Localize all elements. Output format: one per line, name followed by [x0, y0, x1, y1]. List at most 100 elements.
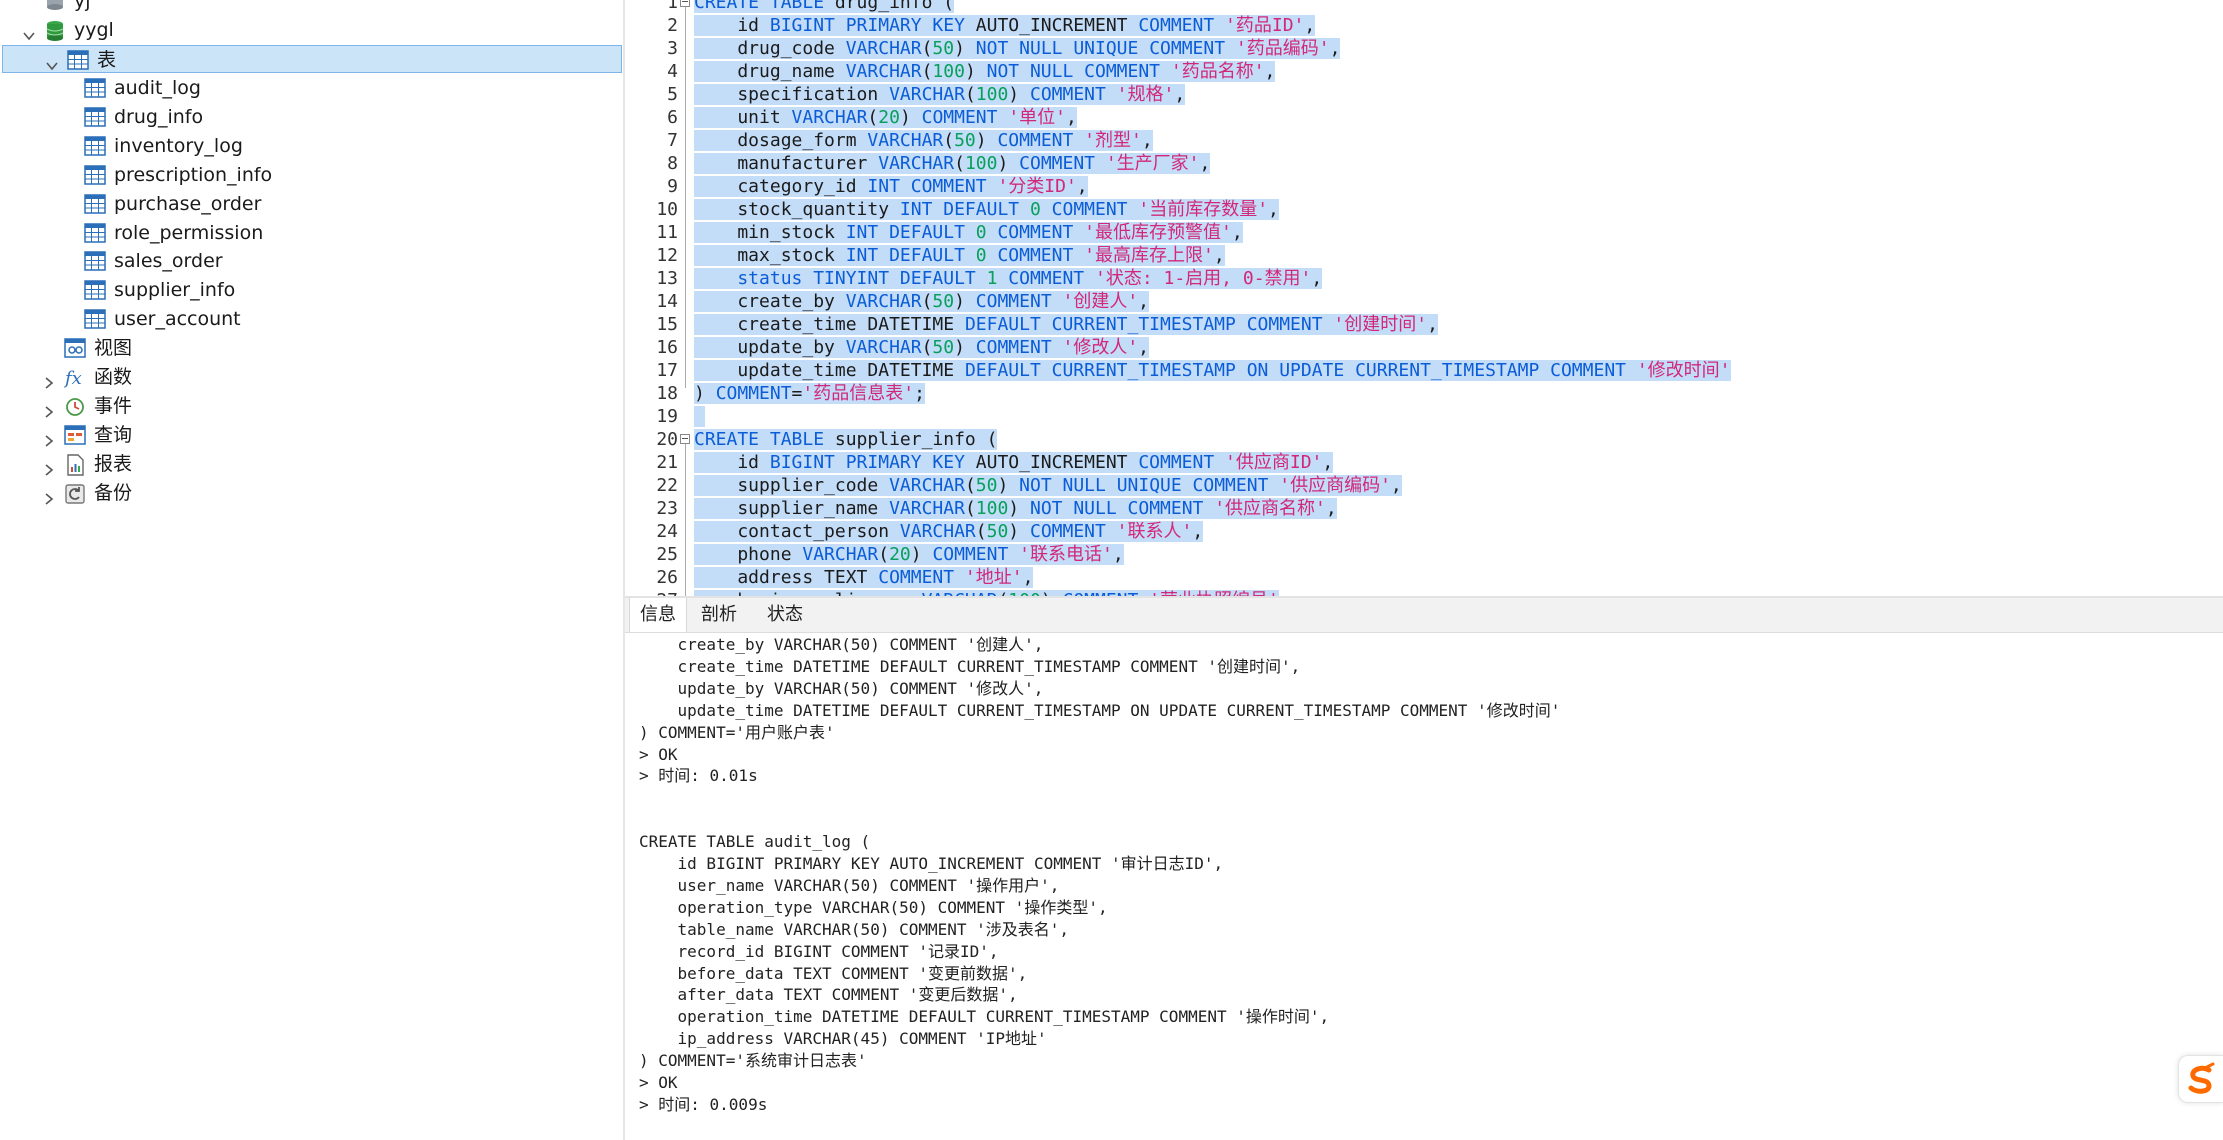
message-line: > 时间: 0.01s	[639, 766, 758, 786]
tree-item-purchase_order[interactable]: purchase_order	[0, 190, 623, 218]
code-line[interactable]: CREATE TABLE supplier_info (	[694, 428, 998, 451]
code-token: ,	[1311, 268, 1323, 289]
message-line: id BIGINT PRIMARY KEY AUTO_INCREMENT COM…	[639, 854, 1224, 873]
chevron-right-icon[interactable]	[42, 399, 56, 418]
selected-text: min_stock INT DEFAULT 0 COMMENT '最低库存预警值…	[694, 222, 1243, 243]
code-line[interactable]: business_license VARCHAR(100) COMMENT '营…	[694, 589, 1279, 596]
chevron-right-icon[interactable]	[42, 457, 56, 476]
tree-item-cn16[interactable]: 报表	[0, 450, 623, 478]
code-token: )	[1041, 590, 1063, 596]
code-token: VARCHAR	[867, 130, 944, 151]
tree-item-supplier_info[interactable]: supplier_info	[0, 276, 623, 304]
message-line: > 时间: 0.009s	[639, 1094, 768, 1114]
code-token: 0	[964, 245, 987, 266]
code-line[interactable]: status TINYINT DEFAULT 1 COMMENT '状态: 1-…	[694, 267, 1323, 290]
selected-text: drug_code VARCHAR(50) NOT NULL UNIQUE CO…	[694, 38, 1341, 59]
table-icon	[84, 222, 106, 243]
code-line[interactable]: min_stock INT DEFAULT 0 COMMENT '最低库存预警值…	[694, 221, 1243, 244]
code-line[interactable]: create_time DATETIME DEFAULT CURRENT_TIM…	[694, 313, 1438, 336]
tree-item-inventory_log[interactable]: inventory_log	[0, 132, 623, 160]
line-number: 14	[656, 291, 678, 312]
tree-item-audit_log[interactable]: audit_log	[0, 74, 623, 102]
code-line[interactable]: stock_quantity INT DEFAULT 0 COMMENT '当前…	[694, 198, 1279, 221]
tree-item-cn14[interactable]: 事件	[0, 392, 623, 420]
selected-text: supplier_code VARCHAR(50) NOT NULL UNIQU…	[694, 475, 1402, 496]
code-token: INT DEFAULT	[899, 199, 1020, 220]
code-line[interactable]: drug_code VARCHAR(50) NOT NULL UNIQUE CO…	[694, 37, 1341, 60]
chevron-down-icon[interactable]	[45, 53, 59, 71]
line-number: 22	[656, 475, 678, 496]
fold-toggle-icon[interactable]	[680, 0, 690, 7]
backup-icon	[64, 483, 86, 504]
tree-item-cn2[interactable]: 表	[2, 45, 622, 74]
code-line[interactable]: unit VARCHAR(20) COMMENT '单位',	[694, 106, 1077, 129]
code-line[interactable]: id BIGINT PRIMARY KEY AUTO_INCREMENT COM…	[694, 451, 1334, 474]
tree-item-prescription_info[interactable]: prescription_info	[0, 161, 623, 189]
selected-text: manufacturer VARCHAR(100) COMMENT '生产厂家'…	[694, 153, 1211, 174]
tab-info[interactable]: 信息	[629, 598, 687, 632]
chevron-right-icon[interactable]	[42, 428, 56, 447]
tree-item-label: audit_log	[114, 77, 201, 100]
fold-toggle-icon[interactable]	[680, 434, 690, 444]
code-token: '当前库存数量'	[1127, 199, 1269, 220]
vertical-splitter[interactable]	[623, 0, 625, 1140]
code-line[interactable]: address TEXT COMMENT '地址',	[694, 566, 1034, 589]
tree-item-yj[interactable]: yj	[0, 0, 623, 15]
code-token: INT DEFAULT	[845, 222, 965, 243]
tree-item-yygl[interactable]: yygl	[0, 16, 623, 44]
code-line[interactable]: supplier_name VARCHAR(100) NOT NULL COMM…	[694, 497, 1337, 520]
tree-item-user_account[interactable]: user_account	[0, 305, 623, 333]
table-icon	[84, 78, 106, 98]
tree-item-sales_order[interactable]: sales_order	[0, 247, 623, 275]
tab-profile[interactable]: 剖析	[701, 604, 737, 625]
tree-item-cn15[interactable]: 查询	[0, 421, 623, 449]
code-line[interactable]: CREATE TABLE drug_info (	[694, 0, 955, 14]
code-line[interactable]: update_time DATETIME DEFAULT CURRENT_TIM…	[694, 359, 1731, 382]
code-token: 50	[986, 521, 1009, 542]
code-line[interactable]: supplier_code VARCHAR(50) NOT NULL UNIQU…	[694, 474, 1402, 497]
code-line[interactable]: manufacturer VARCHAR(100) COMMENT '生产厂家'…	[694, 152, 1211, 175]
chevron-right-icon[interactable]	[42, 370, 56, 389]
code-line[interactable]: drug_name VARCHAR(100) NOT NULL COMMENT …	[694, 60, 1276, 83]
horizontal-splitter[interactable]	[625, 596, 2223, 598]
code-token: ,	[1304, 15, 1316, 36]
app-logo-icon[interactable]	[2178, 1055, 2223, 1103]
chevron-right-icon[interactable]	[42, 486, 56, 505]
line-number: 16	[656, 337, 678, 358]
chevron-down-icon[interactable]	[22, 23, 36, 41]
tree-item-label: sales_order	[114, 250, 223, 273]
code-token: 100	[975, 498, 1009, 519]
code-line[interactable]: contact_person VARCHAR(50) COMMENT '联系人'…	[694, 520, 1204, 543]
code-line[interactable]	[694, 405, 705, 428]
code-token: '药品ID'	[1214, 15, 1305, 36]
code-token: '剂型'	[1073, 130, 1142, 151]
code-token: VARCHAR	[845, 337, 922, 358]
code-token: ,	[1174, 84, 1186, 105]
code-line[interactable]: update_by VARCHAR(50) COMMENT '修改人',	[694, 336, 1150, 359]
tree-item-drug_info[interactable]: drug_info	[0, 103, 623, 131]
code-token: )	[694, 383, 716, 404]
code-token: drug_code	[694, 38, 846, 59]
code-line[interactable]: phone VARCHAR(20) COMMENT '联系电话',	[694, 543, 1124, 566]
code-line[interactable]: specification VARCHAR(100) COMMENT '规格',	[694, 83, 1186, 106]
tree-item-cn12[interactable]: 视图	[0, 334, 623, 362]
selected-text: max_stock INT DEFAULT 0 COMMENT '最高库存上限'…	[694, 245, 1225, 266]
code-line[interactable]: max_stock INT DEFAULT 0 COMMENT '最高库存上限'…	[694, 244, 1225, 267]
tree-item-cn17[interactable]: 备份	[0, 479, 623, 507]
code-token: update_by	[694, 337, 846, 358]
code-token: 50	[954, 130, 976, 151]
code-token: 0	[1019, 199, 1041, 220]
tree-item-role_permission[interactable]: role_permission	[0, 219, 623, 247]
code-line[interactable]: id BIGINT PRIMARY KEY AUTO_INCREMENT COM…	[694, 14, 1316, 37]
selected-text: create_time DATETIME DEFAULT CURRENT_TIM…	[694, 314, 1438, 335]
code-line[interactable]: dosage_form VARCHAR(50) COMMENT '剂型',	[694, 129, 1153, 152]
code-line[interactable]: category_id INT COMMENT '分类ID',	[694, 175, 1088, 198]
code-token: NOT NULL UNIQUE COMMENT	[1019, 475, 1269, 496]
tab-status[interactable]: 状态	[767, 604, 803, 625]
code-line[interactable]: ) COMMENT='药品信息表';	[694, 382, 925, 405]
line-number: 26	[656, 567, 678, 588]
code-token: (	[964, 475, 976, 496]
code-line[interactable]: create_by VARCHAR(50) COMMENT '创建人',	[694, 290, 1150, 313]
